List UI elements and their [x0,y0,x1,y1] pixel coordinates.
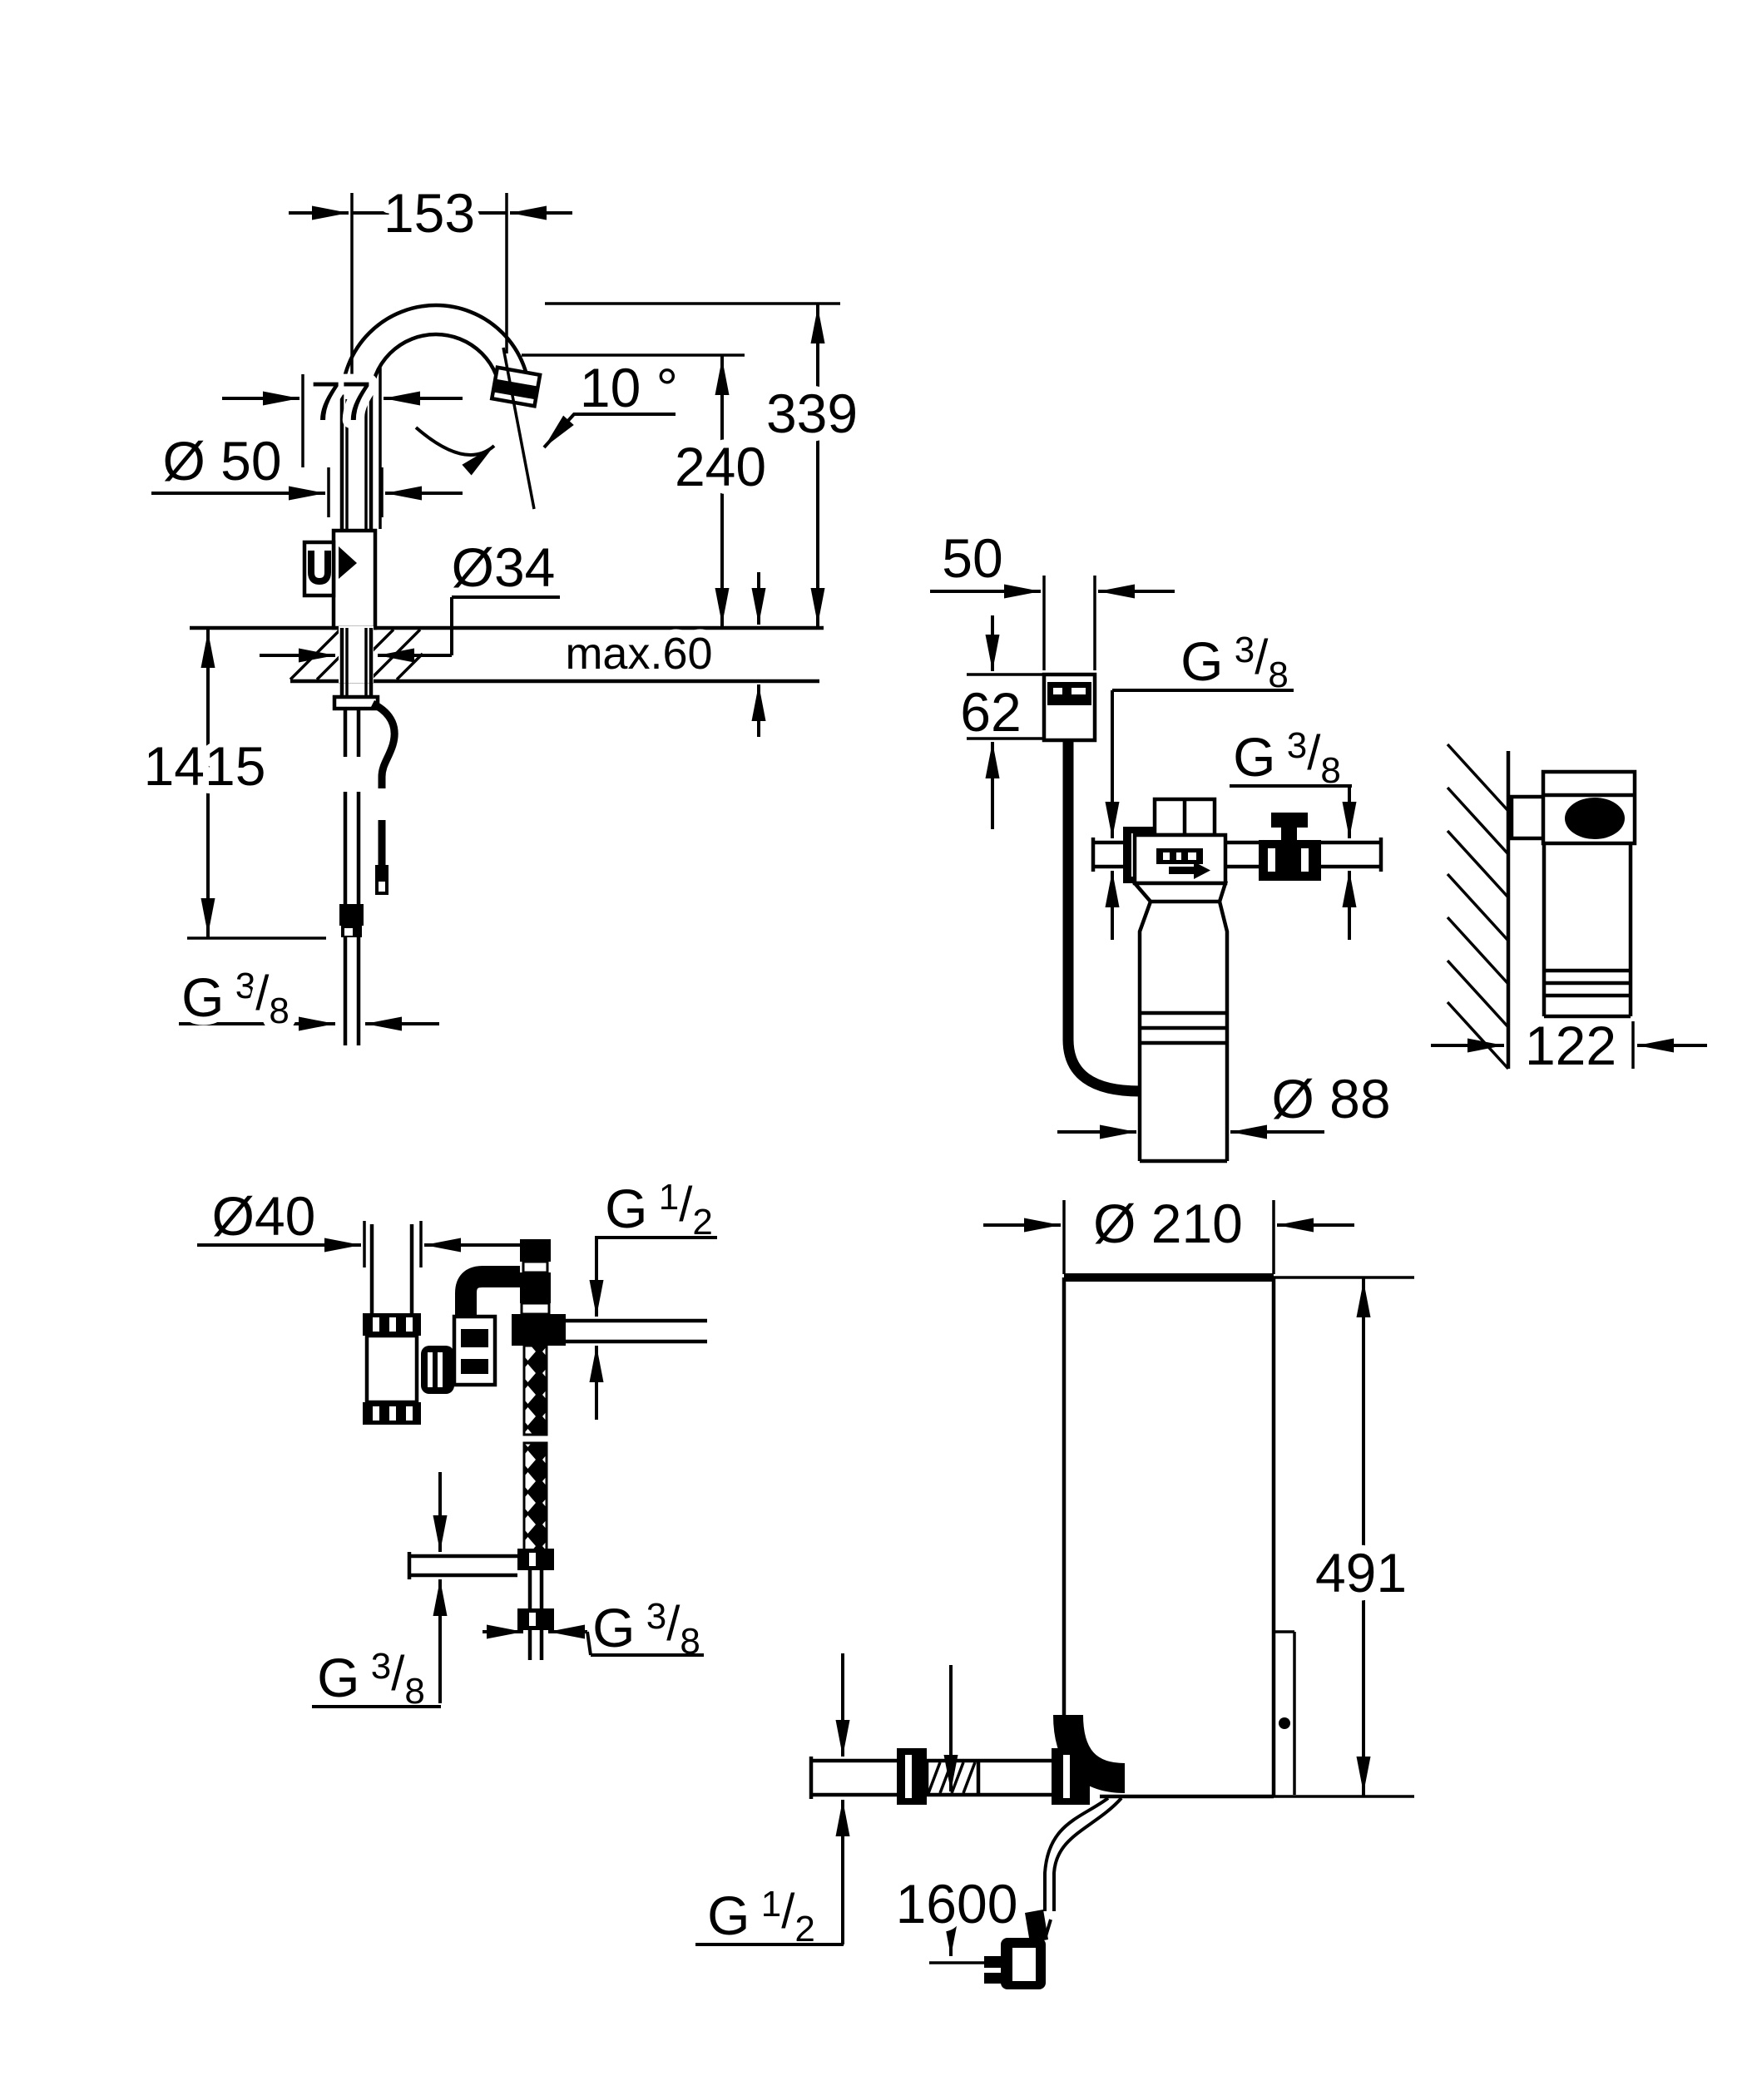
dim-spout-reach: 153 [384,182,475,244]
boiler-height-dim: 491 [1274,1276,1415,1798]
dim-boiler-height: 491 [1315,1542,1407,1603]
dim-valve-inlet-thread: G 3/8 [317,1646,425,1712]
dim-base-diameter: Ø 50 [162,430,281,492]
inlet-pipe [407,1552,517,1579]
dim-inlet-thread: G 3/8 [1180,630,1289,695]
cable-gland [1279,1717,1290,1729]
valve-inlet-thread-dim: G 3/8 [312,1472,448,1712]
dim-shank-diameter: Ø34 [452,536,556,598]
dim-hose-length: 1415 [144,735,266,797]
valve-outlet-thread-dim: G 1/2 [589,1177,717,1420]
trap-assembly [363,1224,497,1425]
dim-body-width: 77 [310,370,371,432]
boiler-tank [1062,1273,1296,1799]
cartridge-diameter-dim: Ø 88 [1057,1068,1391,1139]
filter-head-height-dim: 62 [960,615,1045,829]
wall-hatch [1446,743,1510,1070]
valve-figure: Ø40 G 1/2 G 3/8 G 3/8 [197,1177,717,1712]
dim-trap-diameter: Ø40 [212,1185,316,1247]
filter-outlet-thread-dim: G 3/8 [1230,725,1357,940]
filter-inlet-thread-dim: G 3/8 [1105,630,1294,940]
lever-u-icon [308,551,331,586]
dim-supply-thread: G 3/8 [181,966,290,1031]
filter-hose [1062,740,1141,1097]
shutoff-valve [1259,813,1321,881]
dim-cable-length: 1600 [896,1873,1018,1934]
filter-head-width-dim: 50 [930,527,1175,670]
head-skirt [1131,881,1229,904]
power-cable [984,1796,1123,1989]
boiler-diameter-dim: Ø 210 [983,1184,1354,1274]
dim-total-height: 339 [766,383,858,444]
head-body [1132,833,1228,886]
dim-wall-clearance: 122 [1525,1015,1616,1076]
flow-arrow-icon [1169,862,1210,879]
elbow-and-tee [455,1239,707,1346]
valve-block [452,1314,497,1387]
filter-cartridge-assembly [1091,797,1383,1164]
hose-connector [339,904,364,926]
wall-mounted-filter-view [1446,743,1637,1070]
boiler-inlet [809,1714,1126,1805]
trap-diameter-dim: Ø40 [197,1185,539,1267]
plug-sleeve [1025,1910,1048,1943]
boiler-figure: Ø 210 491 G 1/2 1600 [695,1184,1415,1989]
dim-deck-max: max.60 [565,629,712,679]
dim-boiler-inlet-thread: G 1/2 [707,1884,815,1949]
dim-boiler-diameter: Ø 210 [1093,1193,1243,1254]
dim-outlet-height: 240 [675,436,766,497]
dim-cartridge-diameter: Ø 88 [1271,1068,1390,1129]
head-knob [1565,798,1625,839]
cable-length-dim: 1600 [888,1665,1026,1964]
braided-hose [517,1344,554,1660]
boiler-inlet-thread-dim: G 1/2 [695,1653,850,1949]
tap-dimensions: 153 10 ° 77 Ø 50 Ø34 [136,174,866,1040]
wall-clearance-dim: 122 [1431,1015,1707,1076]
dim-hose-thread: G 3/8 [592,1596,700,1662]
union-nut [1052,1748,1090,1805]
tap-body [302,528,378,630]
tee-body [512,1314,566,1346]
dim-head-width: 50 [942,527,1002,589]
tap-figure: 153 10 ° 77 Ø 50 Ø34 [136,174,866,1045]
dim-outlet-thread: G 3/8 [1233,725,1341,791]
dim-spout-angle: 10 ° [580,357,678,418]
spout-direction-marker [339,546,357,579]
filter-head [1042,672,1141,1097]
dim-head-height: 62 [960,681,1021,743]
tap-underside [332,626,398,1045]
filter-figure: 50 62 [930,527,1707,1164]
dim-valve-outlet-thread: G 1/2 [605,1177,713,1243]
aerator-band [489,365,542,408]
sensor-cable [370,699,398,788]
hose-thread-dim: G 3/8 [483,1596,704,1662]
